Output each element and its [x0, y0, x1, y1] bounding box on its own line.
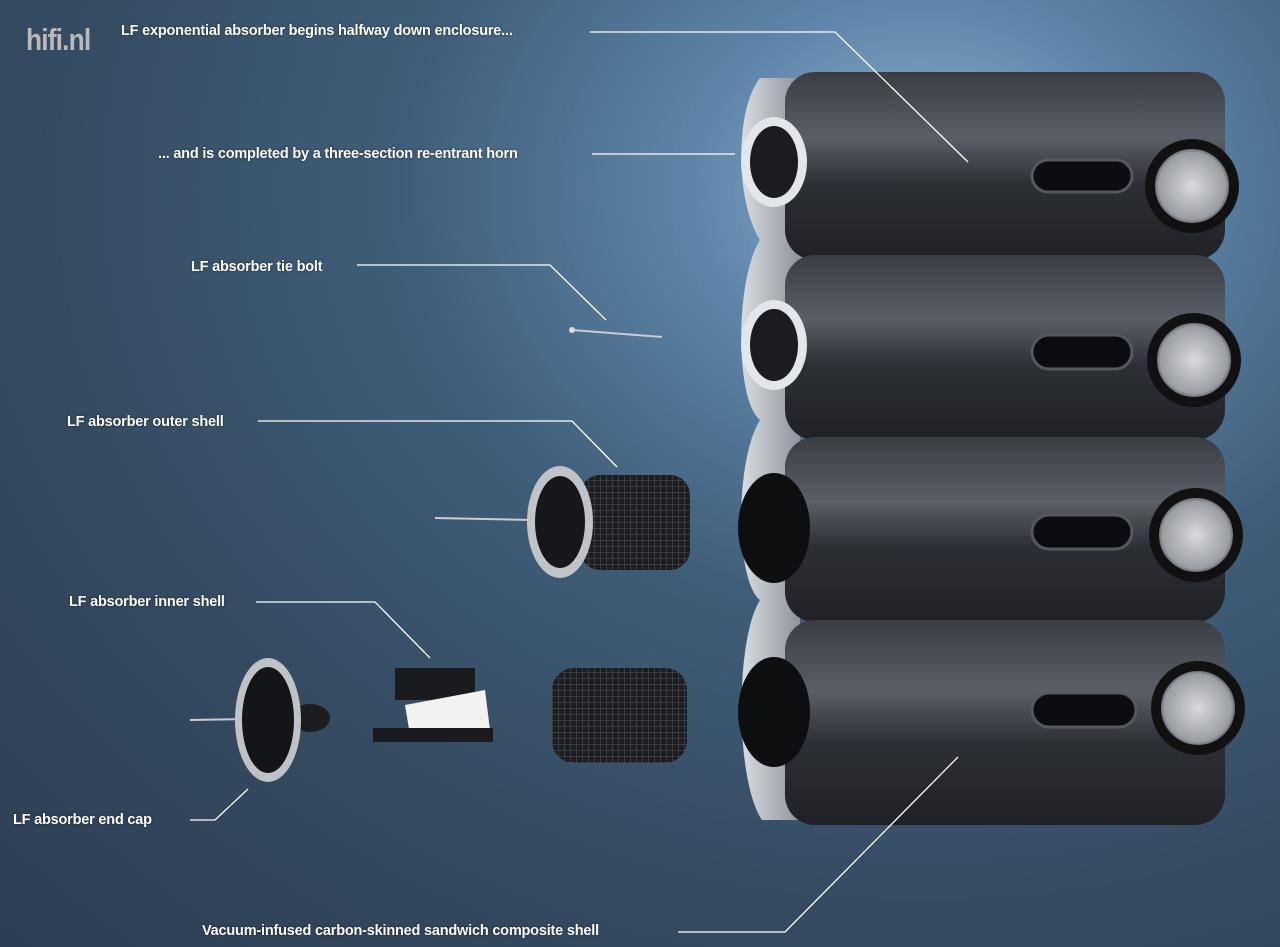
- callout-inner-shell: LF absorber inner shell: [69, 594, 225, 610]
- tie-bolt: [571, 329, 663, 338]
- mesh-cylinder: [552, 668, 687, 763]
- leader-lines: [190, 31, 969, 933]
- callout-exp-absorber: LF exponential absorber begins halfway d…: [121, 23, 513, 39]
- callout-outer-shell: LF absorber outer shell: [67, 414, 224, 430]
- speaker-modules: [785, 72, 1225, 825]
- end-cap-part: [189, 658, 330, 782]
- woofer-grilles: [1145, 139, 1245, 755]
- hifi-logo: hifi.nl: [26, 22, 91, 57]
- ports: [1030, 158, 1138, 729]
- outer-shell-part: [434, 466, 690, 578]
- callout-tie-bolt: LF absorber tie bolt: [191, 259, 323, 275]
- callout-re-entrant-horn: ... and is completed by a three-section …: [158, 146, 518, 162]
- inner-shell-part: [373, 668, 493, 742]
- front-ports: [738, 117, 810, 767]
- callout-end-cap: LF absorber end cap: [13, 812, 152, 828]
- speaker-spine: [741, 78, 800, 820]
- callout-composite-shell: Vacuum-infused carbon-skinned sandwich c…: [202, 923, 599, 939]
